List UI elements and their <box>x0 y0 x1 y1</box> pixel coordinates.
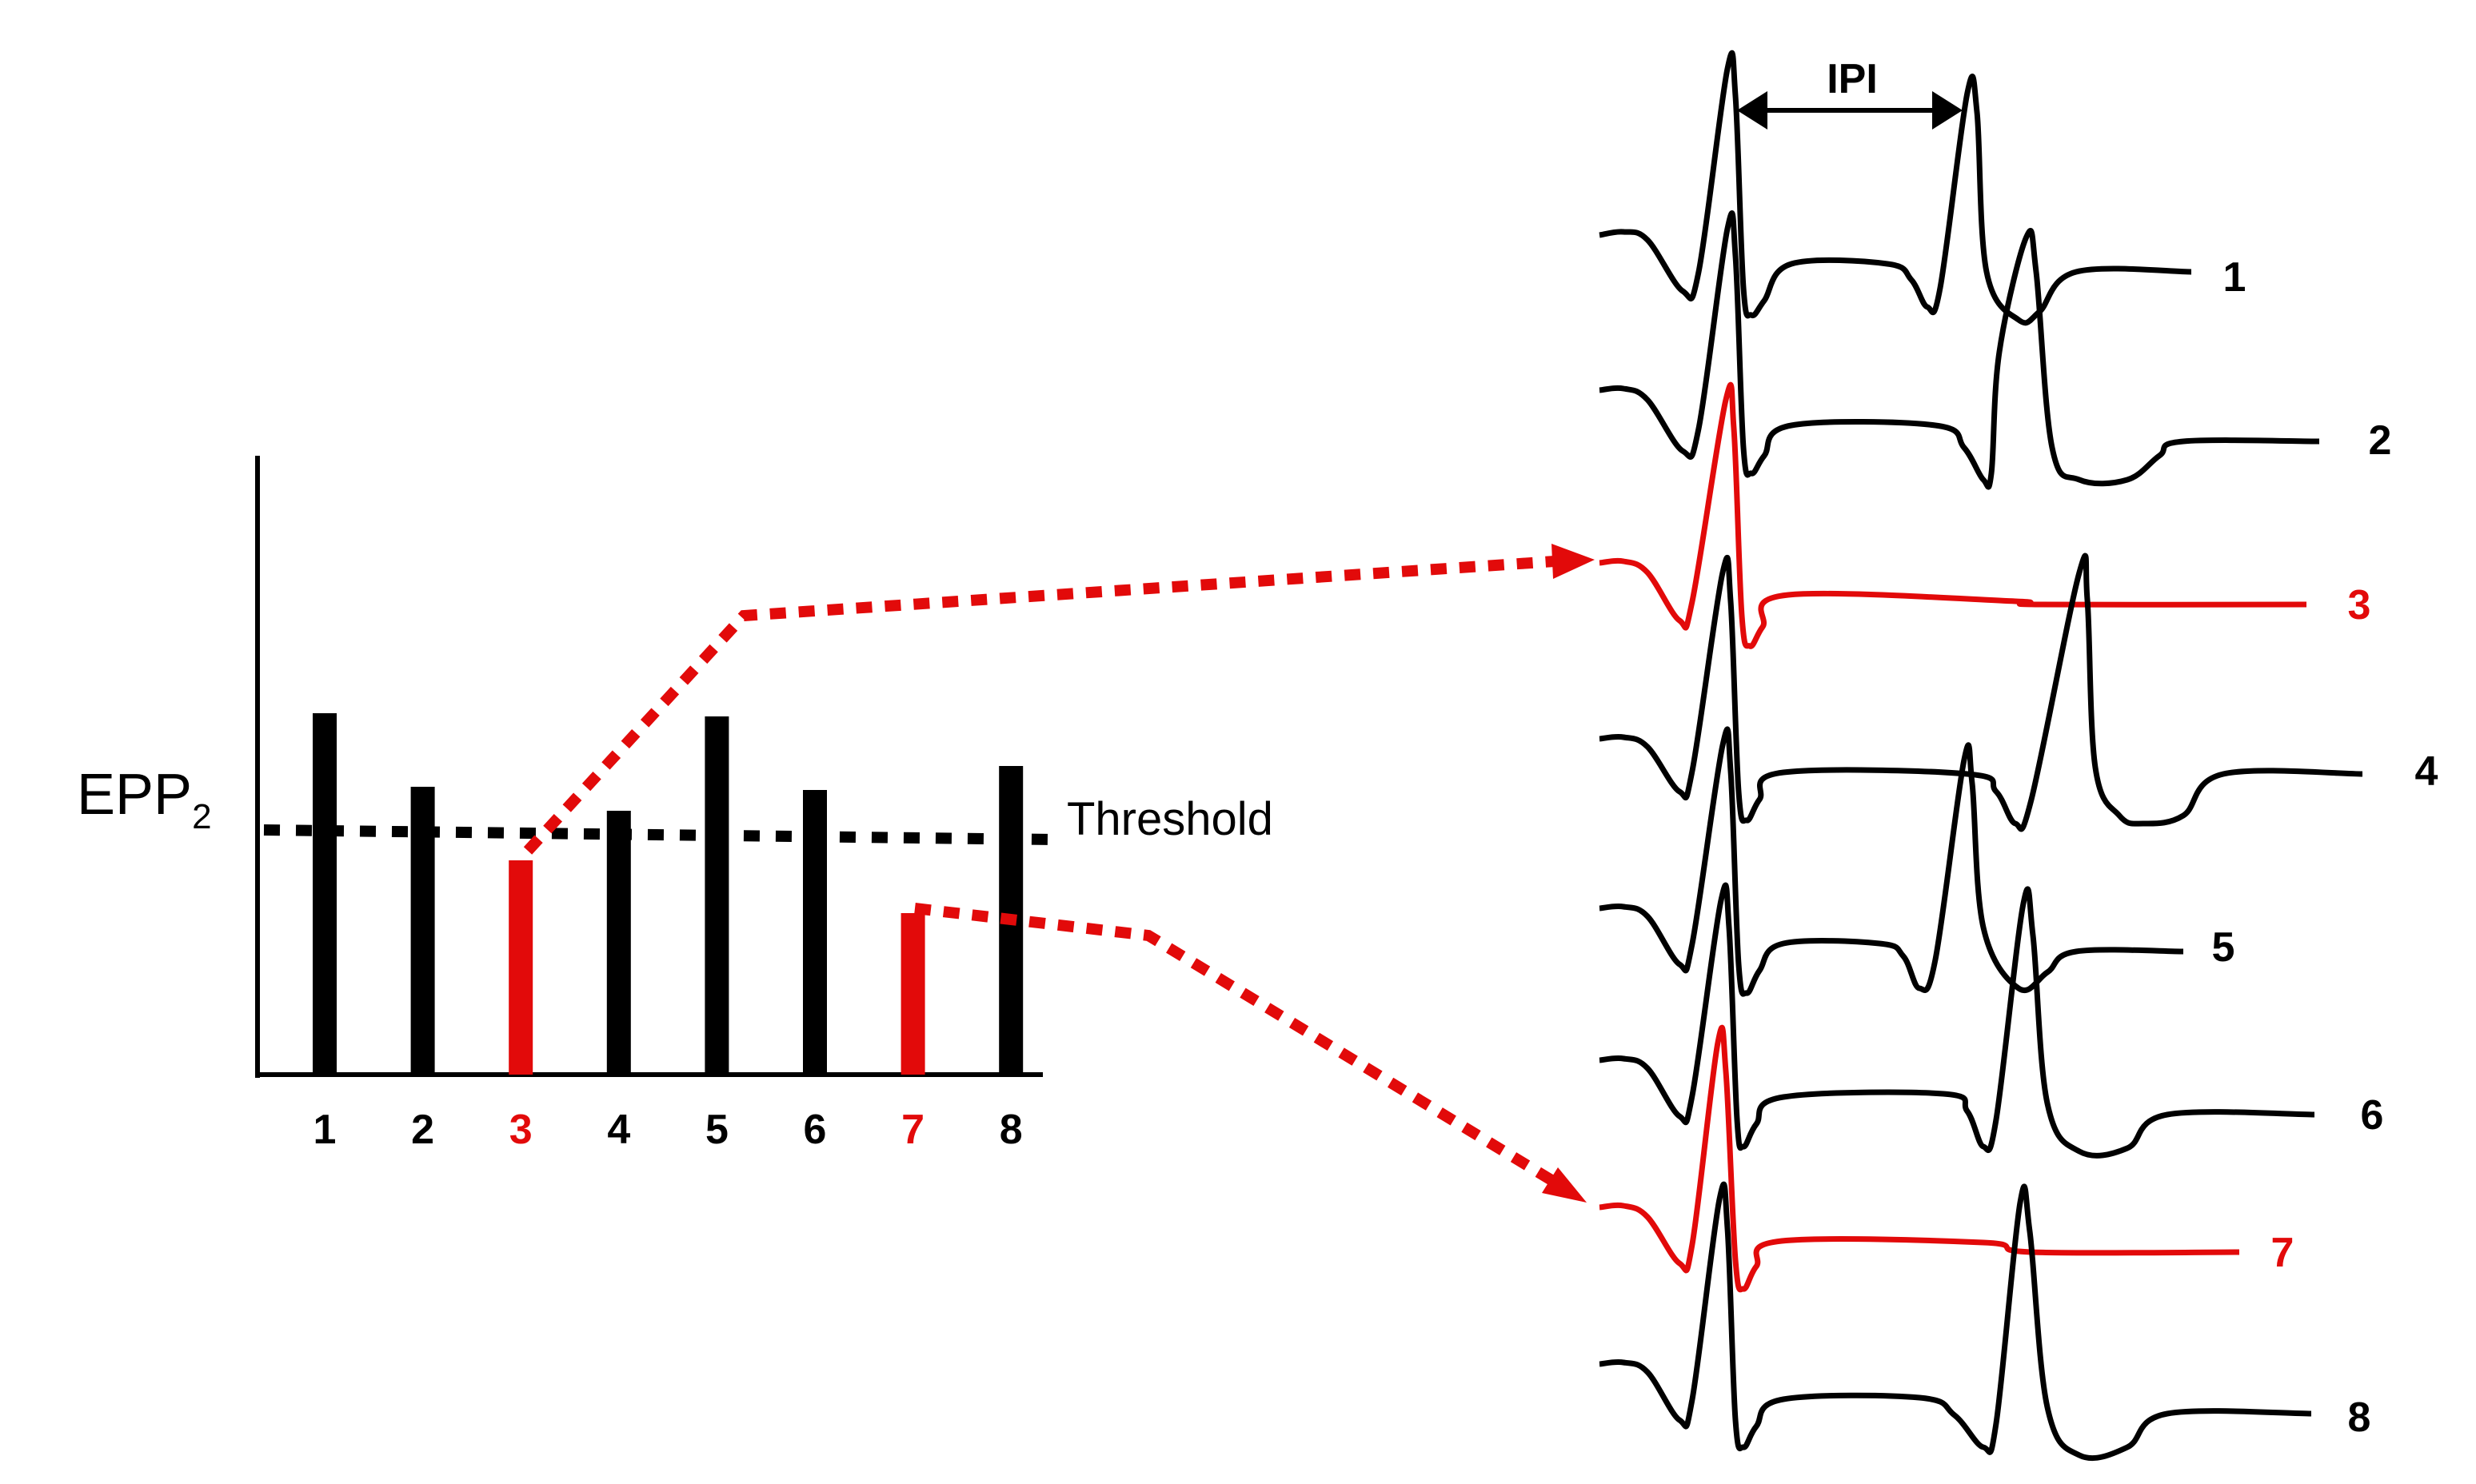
x-tick-label-5: 5 <box>705 1107 729 1153</box>
x-tick-label-6: 6 <box>804 1107 827 1153</box>
trace-label-4: 4 <box>2415 748 2438 795</box>
trace-label-3: 3 <box>2348 582 2371 628</box>
y-axis-label-subscript: 2 <box>192 797 211 836</box>
x-tick-label-3: 3 <box>509 1107 533 1153</box>
trace-label-8: 8 <box>2348 1394 2371 1441</box>
ipi-arrowhead-left <box>1737 91 1767 130</box>
bar-4 <box>606 811 631 1075</box>
threshold-line <box>263 824 1053 845</box>
bar-7 <box>901 913 925 1075</box>
trace-labels: 1 2 3 4 5 6 7 8 <box>2212 254 2438 1441</box>
trace-5 <box>1599 726 2184 997</box>
trace-label-5: 5 <box>2212 924 2235 971</box>
y-axis-label: EPP2 <box>77 763 212 836</box>
threshold-label: Threshold <box>1067 793 1273 845</box>
trace-2 <box>1599 210 2320 490</box>
trace-4 <box>1599 553 2363 832</box>
trace-8 <box>1599 1181 2312 1461</box>
connector-arrow-3 <box>523 556 1555 855</box>
trace-label-7: 7 <box>2271 1230 2294 1276</box>
trace-3 <box>1599 381 2307 649</box>
arrowhead-7 <box>1542 1167 1587 1203</box>
ipi-label: IPI <box>1827 56 1878 102</box>
bar-3 <box>509 860 533 1075</box>
x-tick-label-4: 4 <box>607 1107 630 1153</box>
trace-label-1: 1 <box>2223 254 2246 301</box>
x-tick-label-8: 8 <box>1000 1107 1023 1153</box>
trace-label-6: 6 <box>2361 1092 2384 1139</box>
bar-5 <box>705 716 729 1075</box>
x-tick-labels: 1 2 3 4 5 6 7 8 <box>313 1107 1023 1153</box>
x-tick-label-1: 1 <box>313 1107 337 1153</box>
x-tick-label-7: 7 <box>901 1107 925 1153</box>
y-axis-label-main: EPP <box>77 763 192 827</box>
ipi-arrowhead-right <box>1932 91 1963 130</box>
bars <box>313 713 1024 1075</box>
trace-6 <box>1599 882 2315 1159</box>
connector-arrow-7 <box>914 903 1555 1185</box>
trace-label-2: 2 <box>2369 417 2392 464</box>
arrowhead-3 <box>1551 544 1595 579</box>
trace-1 <box>1599 50 2192 326</box>
x-tick-label-2: 2 <box>411 1107 434 1153</box>
traces <box>1599 50 2363 1461</box>
trace-7 <box>1599 1024 2240 1293</box>
bar-1 <box>313 713 337 1075</box>
